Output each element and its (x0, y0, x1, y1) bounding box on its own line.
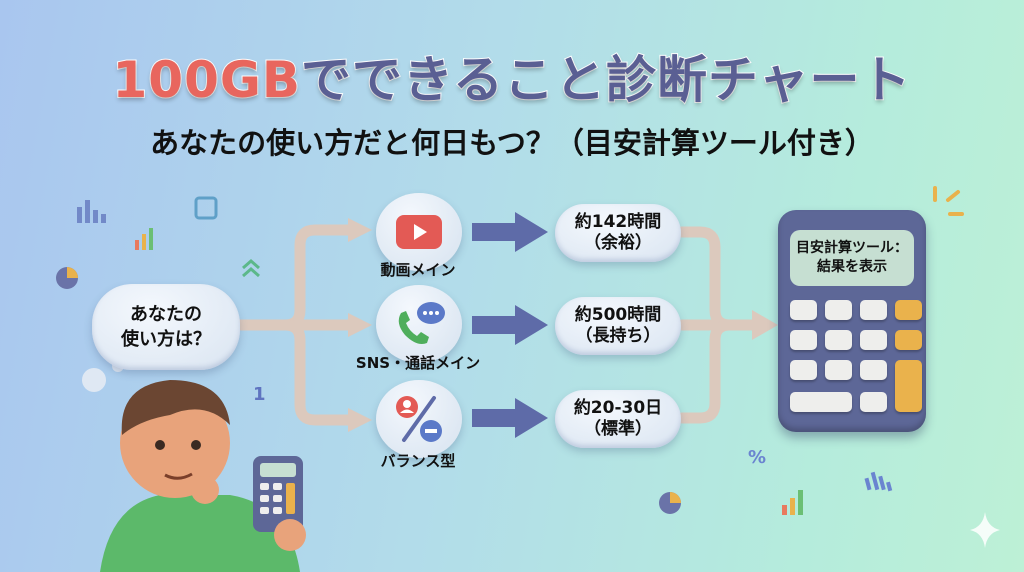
result-video-value: 約142時間 (574, 212, 662, 232)
document-icon (194, 196, 218, 220)
result-balance-value: 約20-30日 (573, 398, 663, 418)
calculator-screen: 目安計算ツール： 結果を表示 (790, 230, 914, 286)
calc-key-orange (895, 330, 922, 350)
calc-key (790, 330, 817, 350)
percent-icon: % (748, 447, 766, 468)
bar-chart-icon-small (135, 228, 153, 250)
calc-key (790, 360, 817, 380)
subtitle: あなたの使い方だと何日もつ？（目安計算ツール付き） (150, 126, 874, 160)
video-play-icon (396, 215, 442, 249)
blue-arrow-3 (472, 398, 548, 438)
bar-chart-icon-right (864, 471, 893, 492)
blue-arrow-2 (472, 305, 548, 345)
result-sns-note: （長持ち） (575, 326, 661, 346)
page-title: 100GBでできること診断チャート (0, 40, 1024, 112)
connector-merge-3 (676, 319, 736, 424)
phone-chat-icon (398, 302, 445, 344)
chevrons-up-icon (242, 259, 260, 278)
result-sns: 約500時間 （長持ち） (555, 297, 681, 355)
branch-icon-balance (376, 380, 462, 458)
number-one-deco: 1 (253, 384, 266, 405)
result-balance-note: （標準） (584, 419, 652, 439)
connector-branch-1 (234, 224, 356, 331)
calculator-line-1: 目安計算ツール： (796, 240, 908, 256)
branch-label-video: 動画メイン (380, 261, 456, 279)
calc-key-orange (895, 300, 922, 320)
calc-key (790, 300, 817, 320)
branch-label-sns: SNS・通話メイン (355, 354, 481, 372)
arrowhead-branch-3 (348, 408, 372, 432)
start-question-bubble: あなたの 使い方は？ (92, 284, 240, 370)
result-balance: 約20-30日 （標準） (555, 390, 681, 448)
balance-percent-icon (396, 396, 442, 442)
branch-icon-sns (376, 285, 462, 363)
branch-label-balance: バランス型 (380, 452, 456, 470)
blue-arrow-1 (472, 212, 548, 252)
arrowhead-merge (752, 310, 778, 340)
calc-key (860, 300, 887, 320)
calc-key (825, 360, 852, 380)
bar-chart-icon-bottom (782, 490, 803, 515)
calc-key-wide (790, 392, 852, 412)
result-video-note: （余裕） (584, 233, 652, 253)
person-illustration (100, 380, 306, 572)
arrowhead-branch-2 (348, 313, 372, 337)
result-sns-value: 約500時間 (574, 305, 662, 325)
calculator-tool: 目安計算ツール： 結果を表示 (778, 210, 926, 432)
calc-key (860, 392, 887, 412)
bar-chart-icon-left (77, 200, 106, 223)
result-video: 約142時間 （余裕） (555, 204, 681, 262)
title-rest: でできること診断チャート (300, 50, 912, 110)
arrowhead-branch-1 (348, 218, 372, 242)
start-line-2: 使い方は？ (121, 329, 211, 350)
sparkle-lines-icon (933, 186, 964, 216)
title-highlight: 100GB (111, 50, 302, 110)
calc-key (860, 360, 887, 380)
connector-merge-1 (676, 226, 761, 331)
calculator-line-2: 結果を表示 (817, 259, 887, 275)
calc-key-equals (895, 360, 922, 412)
connector-branch-3 (279, 319, 356, 426)
thought-dot-large (82, 368, 106, 392)
sparkle-star-icon (970, 512, 1000, 548)
calc-key (860, 330, 887, 350)
calc-key (825, 330, 852, 350)
start-line-1: あなたの (130, 304, 202, 325)
calc-key (825, 300, 852, 320)
branch-icon-video (376, 193, 462, 271)
